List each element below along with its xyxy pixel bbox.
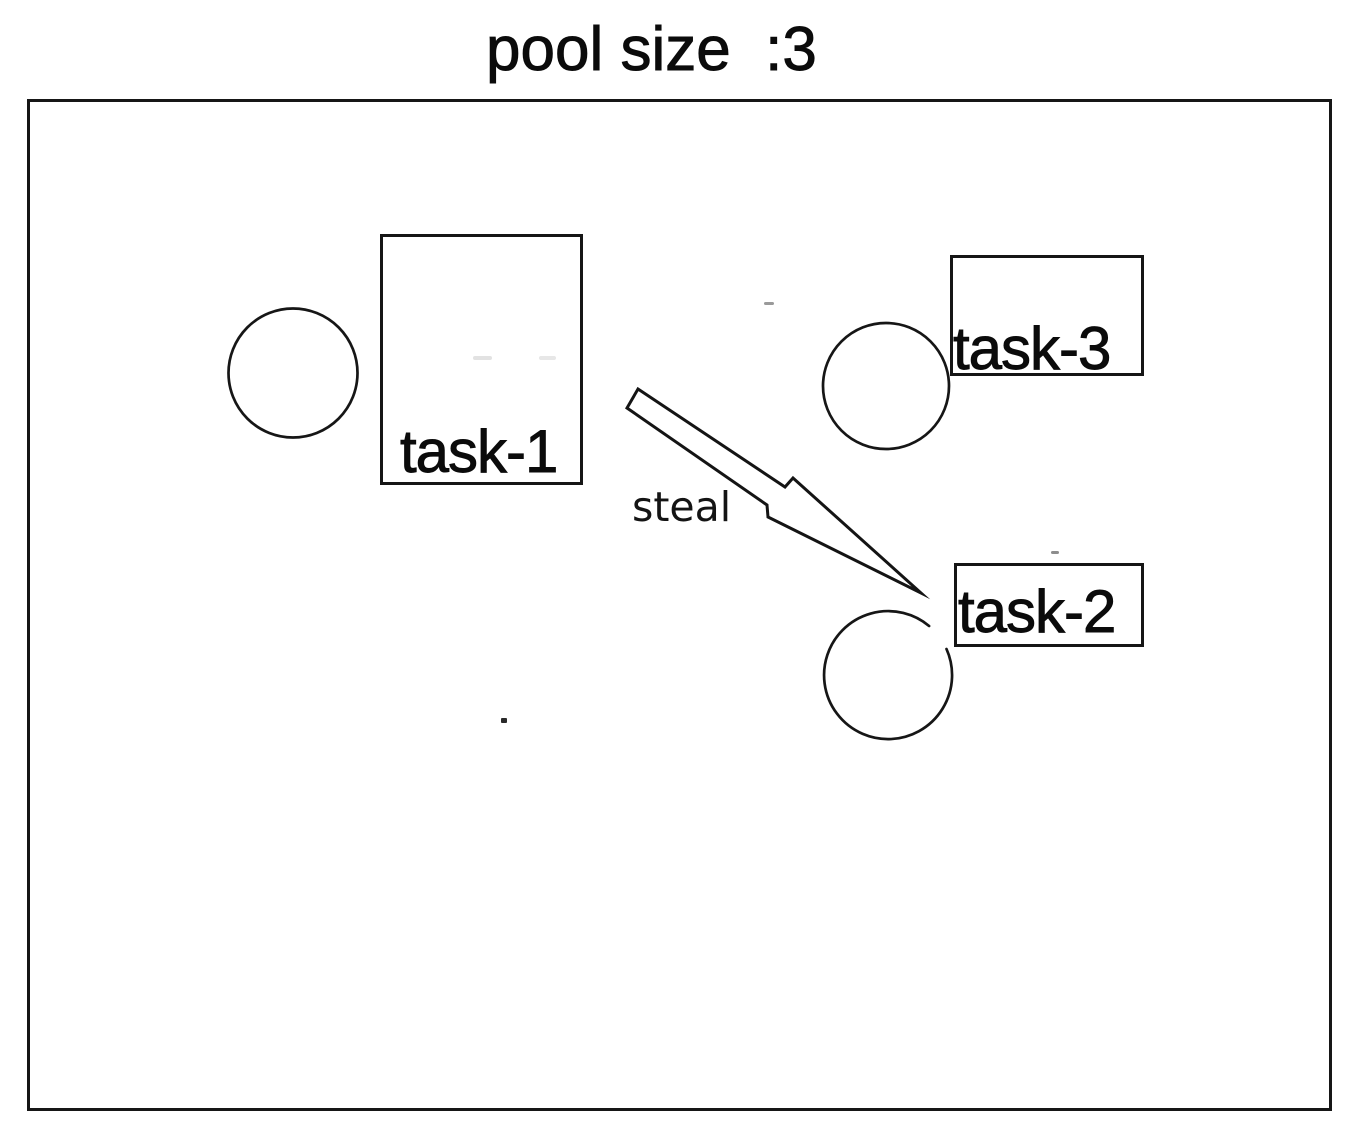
pool-size-title: pool size :3 (486, 15, 818, 84)
stray-mark (473, 356, 492, 360)
stray-mark (539, 356, 556, 360)
steal-label: steal (632, 483, 732, 531)
worker-circle-3 (821, 321, 951, 451)
task-3-label: task-3 (953, 315, 1112, 382)
stray-mark (764, 302, 774, 305)
task-1-label: task-1 (400, 418, 559, 485)
task-1-box (380, 234, 583, 485)
task-3-box (950, 255, 1144, 376)
task-2-label: task-2 (958, 578, 1117, 645)
pool-boundary (27, 99, 1332, 1111)
worker-circle-2 (822, 609, 954, 741)
worker-circle-1 (227, 307, 359, 439)
task-2-box (954, 563, 1144, 647)
stray-mark (1051, 551, 1059, 554)
stray-mark (501, 718, 507, 723)
steal-arrow-shape (625, 386, 931, 600)
